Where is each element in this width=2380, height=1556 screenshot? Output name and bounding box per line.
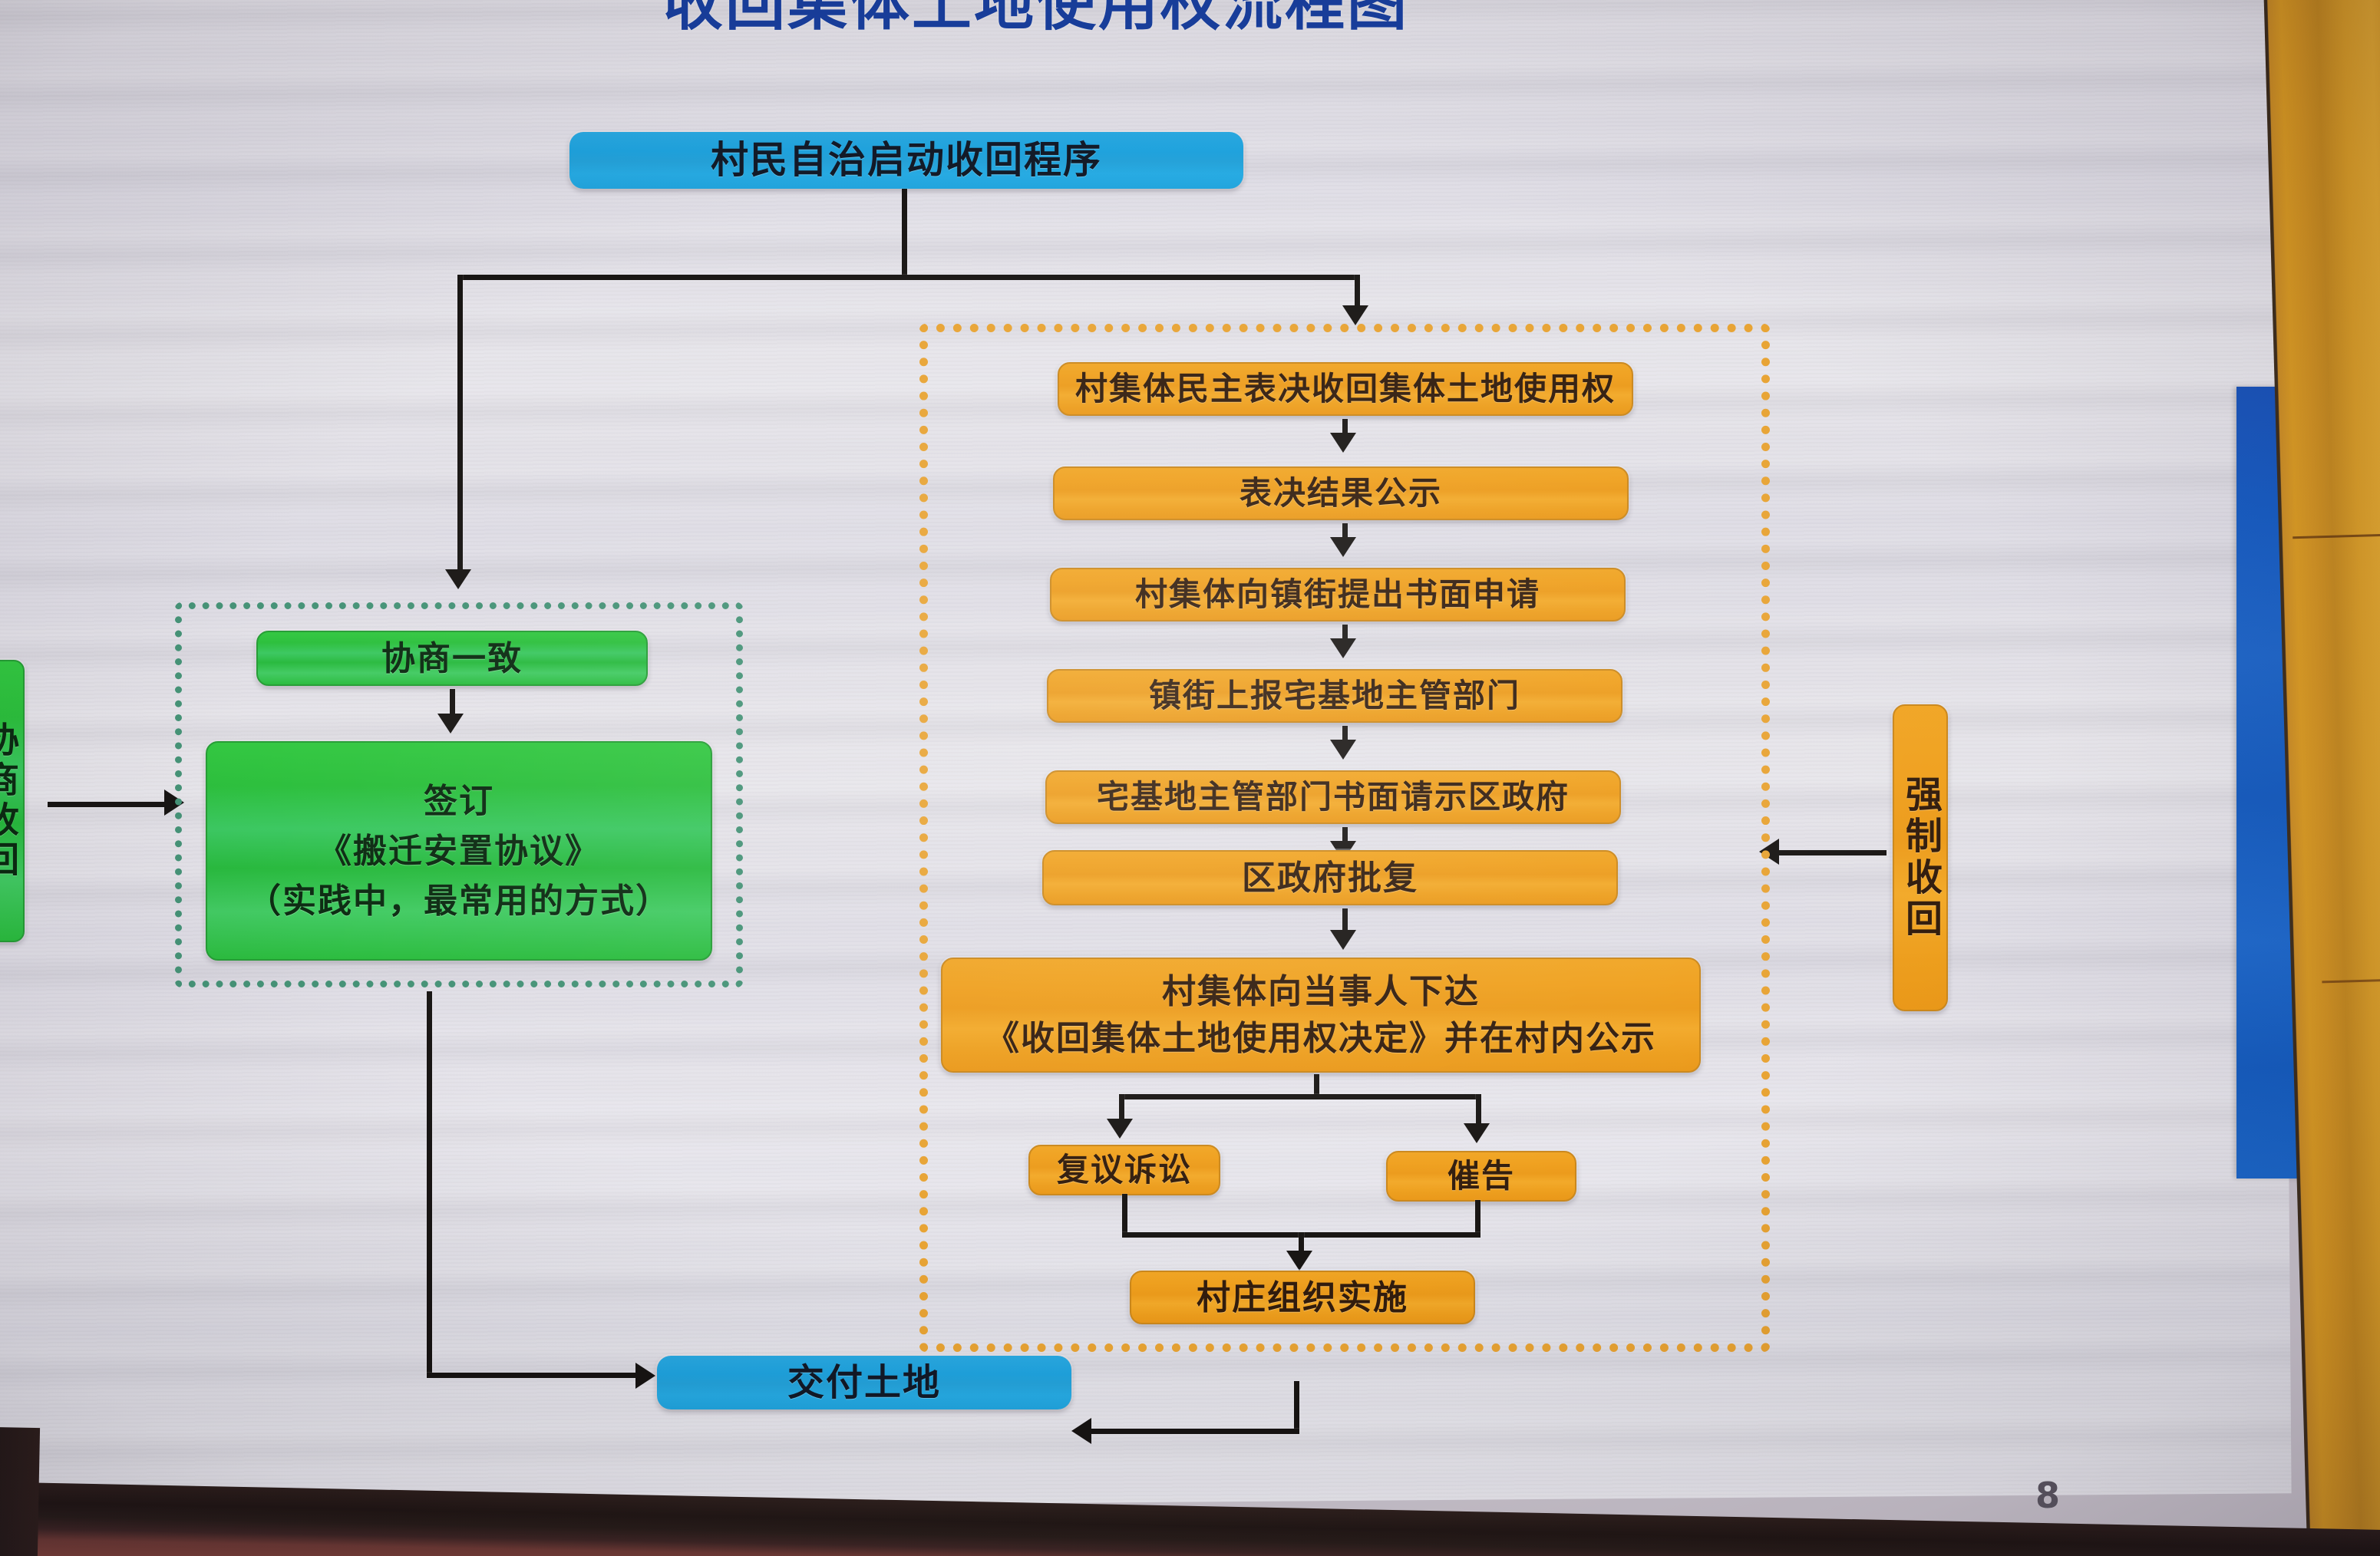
page-number: 8 bbox=[2035, 1475, 2061, 1516]
connector-merge-stem bbox=[1299, 1232, 1304, 1257]
connector-green-to-outcome-h bbox=[427, 1373, 642, 1378]
connector-compulsory-tag-to-group bbox=[1771, 850, 1887, 855]
node-review-litigation[interactable]: 复议诉讼 bbox=[1028, 1145, 1220, 1195]
agreement-line-3: （实践中，最常用的方式） bbox=[247, 881, 671, 921]
node-entry-village-autonomy[interactable]: 村民自治启动收回程序 bbox=[569, 132, 1243, 189]
connector-right-drop bbox=[1355, 275, 1360, 312]
connector-notice-stem bbox=[1314, 1074, 1319, 1099]
arrow-compulsory-to-outcome bbox=[1071, 1418, 1091, 1444]
connector-to-review-litigation bbox=[1119, 1094, 1124, 1125]
connector-urge-down bbox=[1475, 1200, 1480, 1237]
connector-review-down bbox=[1122, 1194, 1127, 1237]
decision-notice-line-1: 村集体向当事人下达 bbox=[1162, 972, 1480, 1011]
node-written-application-to-town[interactable]: 村集体向镇街提出书面申请 bbox=[1050, 568, 1626, 621]
node-urge-notice[interactable]: 催告 bbox=[1386, 1151, 1576, 1202]
arrow-right-drop-head bbox=[1342, 305, 1368, 325]
node-democratic-vote[interactable]: 村集体民主表决收回集体土地使用权 bbox=[1058, 362, 1633, 416]
decision-notice-line-2: 《收回集体土地使用权决定》并在村内公示 bbox=[985, 1019, 1656, 1058]
connector-entry-stem bbox=[902, 189, 907, 279]
connector-step3-step4 bbox=[1342, 625, 1348, 644]
arrow-step6-notice bbox=[1330, 930, 1356, 950]
arrow-step3-step4 bbox=[1330, 638, 1356, 658]
connector-step1-step2 bbox=[1342, 419, 1348, 439]
node-town-reports-to-authority[interactable]: 镇街上报宅基地主管部门 bbox=[1047, 669, 1622, 723]
node-deliver-land[interactable]: 交付土地 bbox=[657, 1356, 1071, 1409]
page-title: 收回集体土地使用权流程图 bbox=[662, 0, 1409, 38]
lane-tag-negotiated-recovery[interactable]: 协商收回 bbox=[0, 660, 25, 942]
arrow-to-urge-notice bbox=[1464, 1123, 1490, 1143]
node-sign-relocation-agreement[interactable]: 签订 《搬迁安置协议》 （实践中，最常用的方式） bbox=[206, 741, 712, 961]
connector-step2-step3 bbox=[1342, 523, 1348, 543]
connector-split-bar bbox=[457, 275, 1360, 280]
connector-step6-notice bbox=[1342, 908, 1348, 936]
agreement-line-2: 《搬迁安置协议》 bbox=[318, 831, 600, 871]
group-frame-compulsory bbox=[919, 324, 1770, 1352]
node-district-approval[interactable]: 区政府批复 bbox=[1042, 850, 1618, 905]
node-authority-requests-district[interactable]: 宅基地主管部门书面请示区政府 bbox=[1045, 770, 1621, 824]
arrow-consensus-to-agreement bbox=[437, 714, 464, 733]
connector-step5-step6 bbox=[1342, 827, 1348, 847]
connector-step4-step5 bbox=[1342, 726, 1348, 746]
node-consensus-reached[interactable]: 协商一致 bbox=[256, 631, 648, 686]
group-frame-negotiated bbox=[175, 602, 743, 987]
arrow-merge-to-execute bbox=[1286, 1251, 1312, 1271]
lane-tag-compulsory-recovery[interactable]: 强制收回 bbox=[1893, 704, 1948, 1011]
connector-to-urge-notice bbox=[1476, 1094, 1481, 1129]
agreement-line-1: 签订 bbox=[424, 781, 494, 821]
arrow-to-review-litigation bbox=[1107, 1119, 1133, 1139]
connector-green-to-outcome-v bbox=[427, 991, 432, 1378]
connector-compulsory-exit-v bbox=[1294, 1381, 1299, 1433]
connector-left-drop bbox=[457, 275, 463, 575]
arrow-step1-step2 bbox=[1330, 433, 1356, 453]
node-village-executes[interactable]: 村庄组织实施 bbox=[1130, 1271, 1475, 1324]
connector-negotiated-tag-to-group bbox=[48, 802, 169, 807]
connector-consensus-to-agreement bbox=[450, 689, 455, 720]
arrow-green-to-outcome bbox=[635, 1363, 655, 1389]
arrow-left-drop-head bbox=[445, 569, 471, 589]
screen-bezel-left bbox=[0, 1426, 41, 1556]
node-publicize-vote-result[interactable]: 表决结果公示 bbox=[1053, 466, 1629, 520]
node-decision-notice[interactable]: 村集体向当事人下达 《收回集体土地使用权决定》并在村内公示 bbox=[941, 958, 1701, 1073]
connector-compulsory-exit-h bbox=[1084, 1429, 1299, 1434]
arrow-step2-step3 bbox=[1330, 537, 1356, 557]
arrow-step4-step5 bbox=[1330, 740, 1356, 760]
connector-notice-split-bar bbox=[1119, 1094, 1481, 1099]
